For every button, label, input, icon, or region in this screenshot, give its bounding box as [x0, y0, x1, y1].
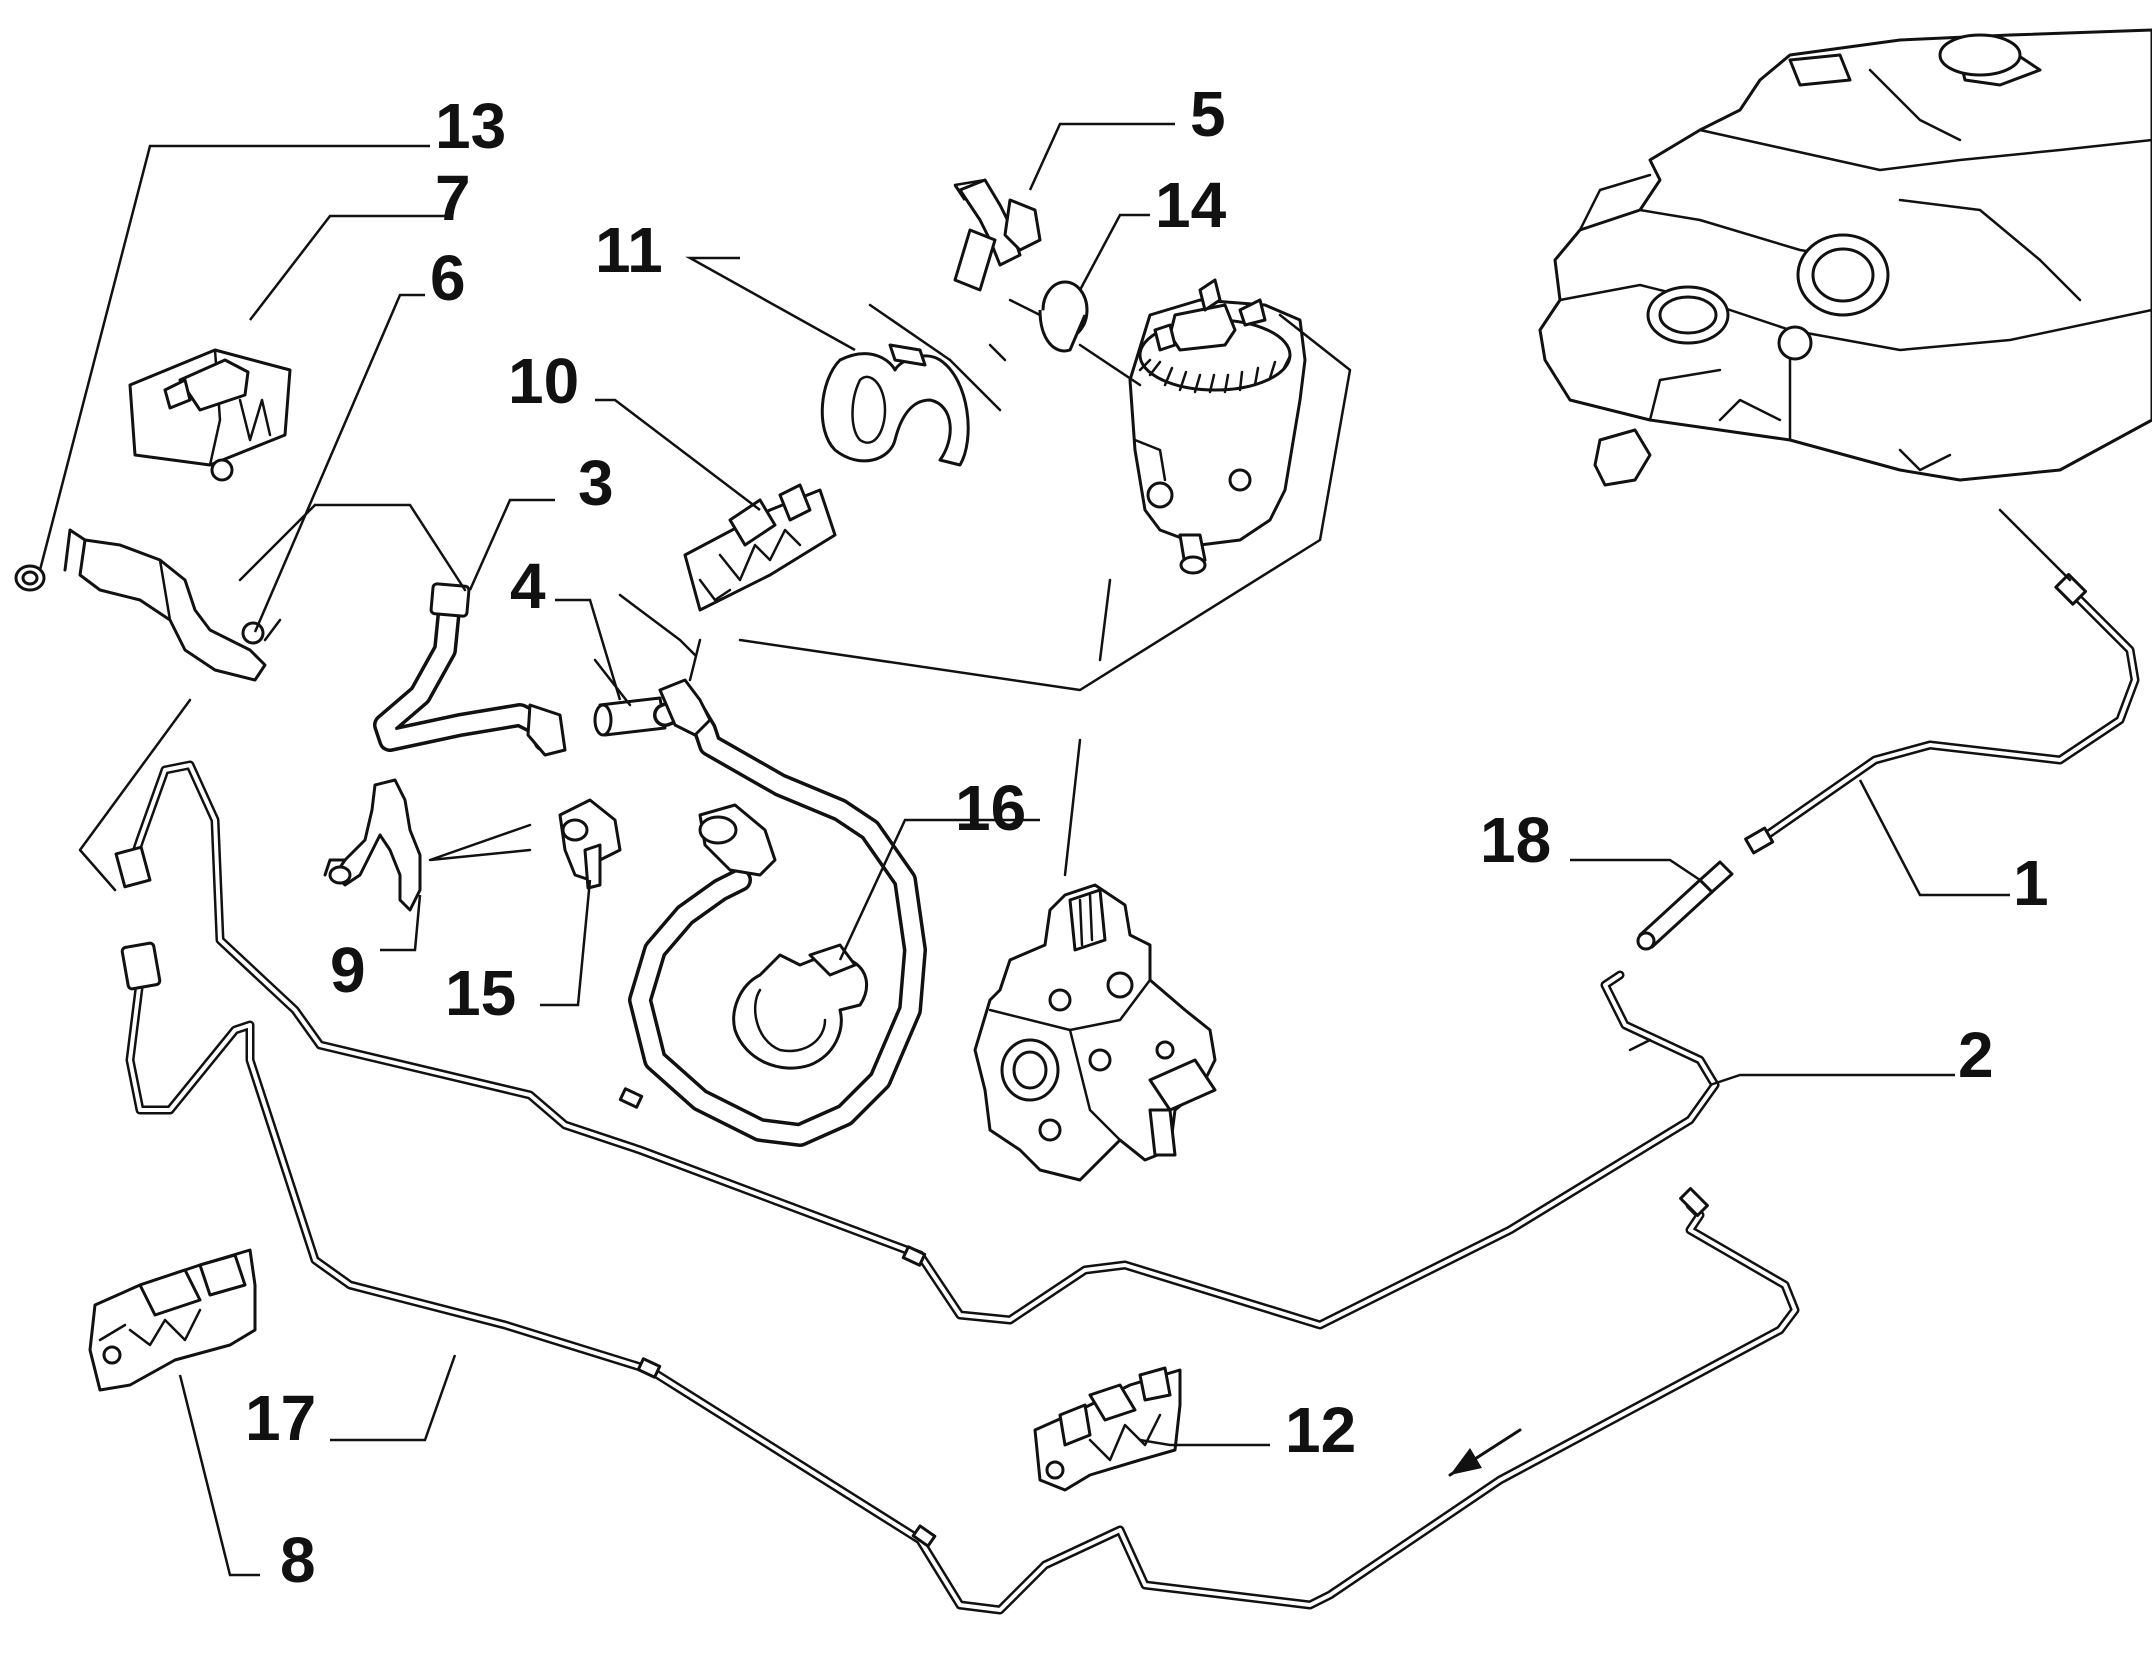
- hose-4: [593, 658, 667, 737]
- callout-1: 1: [2013, 847, 2049, 919]
- bracket-6: [63, 528, 267, 682]
- fuel-filter: [1128, 278, 1307, 575]
- flow-direction-arrow: [1448, 1428, 1522, 1477]
- callout-3: 3: [578, 447, 614, 519]
- connector-18: [1636, 860, 1734, 951]
- callout-7: 7: [435, 162, 471, 234]
- callout-8: 8: [280, 1524, 316, 1596]
- assembly-guide-lines: [78, 298, 1952, 1052]
- clip-11: [820, 343, 970, 467]
- callout-10: 10: [508, 345, 579, 417]
- callout-11: 11: [595, 214, 663, 286]
- bracket-7: [128, 348, 292, 482]
- bracket-9: [323, 778, 422, 912]
- leader-lines: [38, 122, 2010, 1577]
- fuel-tank: [1538, 28, 2152, 487]
- bracket-8: [88, 1248, 257, 1392]
- clip-10: [683, 483, 837, 612]
- callout-17: 17: [245, 1382, 316, 1454]
- callout-6: 6: [430, 242, 466, 314]
- callout-14: 14: [1155, 169, 1227, 241]
- bracket-12: [1033, 1366, 1182, 1492]
- clip-16: [732, 943, 869, 1070]
- fuel-pipe-17: [120, 941, 1800, 1615]
- callout-12: 12: [1285, 1394, 1356, 1466]
- high-pressure-pump: [973, 883, 1217, 1182]
- callout-9: 9: [330, 934, 366, 1006]
- callout-18: 18: [1480, 804, 1551, 876]
- fuel-pipe-2: [114, 760, 1720, 1330]
- callout-4: 4: [510, 550, 546, 622]
- callout-16: 16: [955, 772, 1026, 844]
- callout-2: 2: [1958, 1019, 1994, 1091]
- connector-5: [953, 178, 1042, 292]
- callout-13: 13: [435, 90, 506, 162]
- clip-15: [428, 798, 622, 890]
- grommet-13: [14, 564, 46, 592]
- fuel-pipe-1: [1744, 508, 2140, 855]
- hose-3: [238, 503, 567, 757]
- hose-16: [628, 678, 927, 1147]
- ring-14: [1038, 280, 1089, 353]
- callout-15: 15: [445, 957, 516, 1029]
- callout-5: 5: [1190, 78, 1226, 150]
- callouts: 13 7 6 11 10 5 14 3 4 16 18 1 2 9 15 12 …: [245, 78, 2049, 1596]
